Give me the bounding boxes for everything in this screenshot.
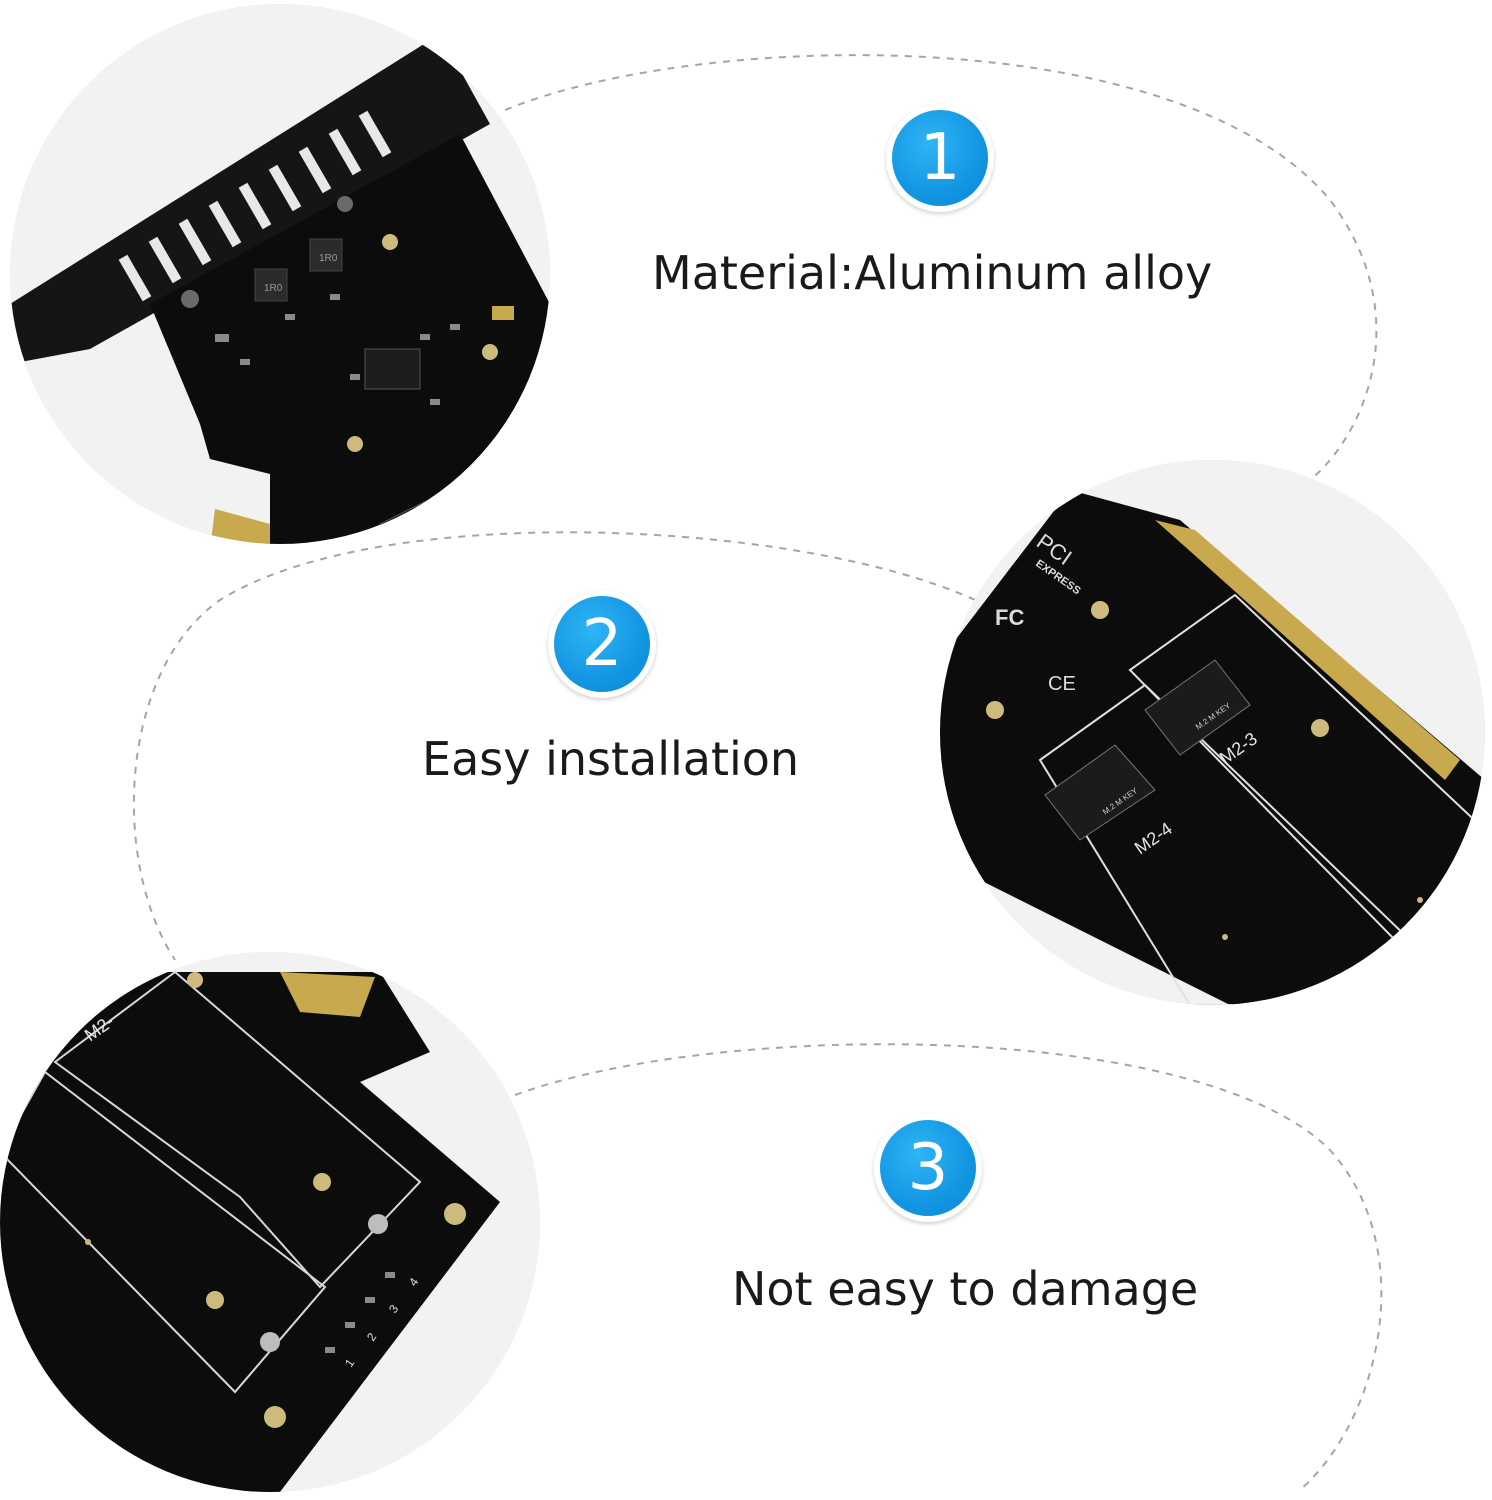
number-badge-3: 3 bbox=[874, 1114, 982, 1222]
number-badge-1: 1 bbox=[886, 104, 994, 212]
ce-label: CE bbox=[1048, 673, 1076, 695]
product-photo-m2-slots: PCI EXPRESS FC CE M2-4 M2-3 M.2 M KEY M.… bbox=[940, 460, 1485, 1005]
badge-number-2: 2 bbox=[554, 596, 650, 692]
feature-text-material: Material:Aluminum alloy bbox=[652, 246, 1213, 300]
badge-number-1: 1 bbox=[892, 110, 988, 206]
inductor-label-2: 1R0 bbox=[319, 253, 338, 264]
product-photo-board-back: M2- 4 3 2 1 bbox=[0, 952, 540, 1492]
fcc-label: FC bbox=[995, 605, 1024, 630]
product-photo-bracket: 1R0 1R0 bbox=[10, 4, 550, 544]
inductor-label-1: 1R0 bbox=[264, 283, 283, 294]
feature-text-installation: Easy installation bbox=[422, 732, 800, 786]
number-badge-2: 2 bbox=[548, 590, 656, 698]
badge-number-3: 3 bbox=[880, 1120, 976, 1216]
feature-text-durability: Not easy to damage bbox=[732, 1262, 1199, 1316]
